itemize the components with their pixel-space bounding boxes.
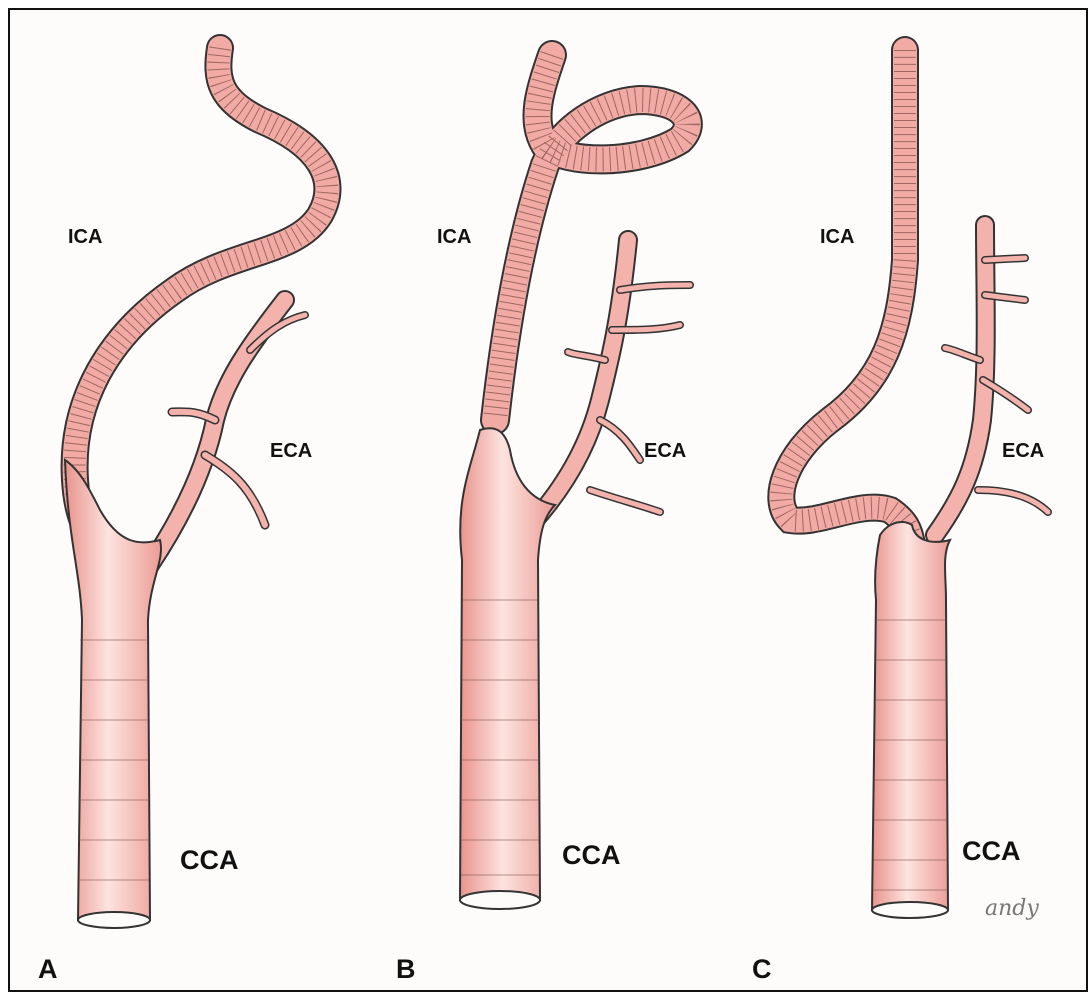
panel-b-vessels (460, 55, 690, 909)
panel-b-ica-label: ICA (437, 226, 471, 249)
panel-b-letter: B (396, 954, 416, 985)
artist-signature: andy (985, 896, 1039, 921)
panel-b-cca-label: CCA (562, 840, 621, 871)
panel-a-letter: A (38, 954, 58, 985)
panel-a-cca-vessel (65, 460, 161, 928)
panel-a-eca-vessel (150, 300, 305, 565)
panel-c-vessels (781, 50, 1048, 918)
panel-a-ica-label: ICA (68, 226, 102, 249)
panel-c-eca-label: ECA (1002, 440, 1044, 463)
panel-b-eca-vessel (535, 240, 690, 520)
panel-c-ica-label: ICA (820, 226, 854, 249)
panel-b-cca-vessel (460, 428, 555, 909)
panel-c-ica-vessel (781, 50, 912, 545)
panel-a-eca-label: ECA (270, 440, 312, 463)
panel-c-cca-label: CCA (962, 836, 1021, 867)
panel-c-eca-vessel (935, 225, 1048, 535)
panel-b-ica-vessel (495, 55, 688, 420)
panel-a-vessels (65, 48, 328, 928)
panel-b-eca-label: ECA (644, 440, 686, 463)
panel-c-cca-vessel (872, 522, 950, 918)
panel-c-letter: C (752, 954, 772, 985)
panel-a-cca-label: CCA (180, 845, 239, 876)
